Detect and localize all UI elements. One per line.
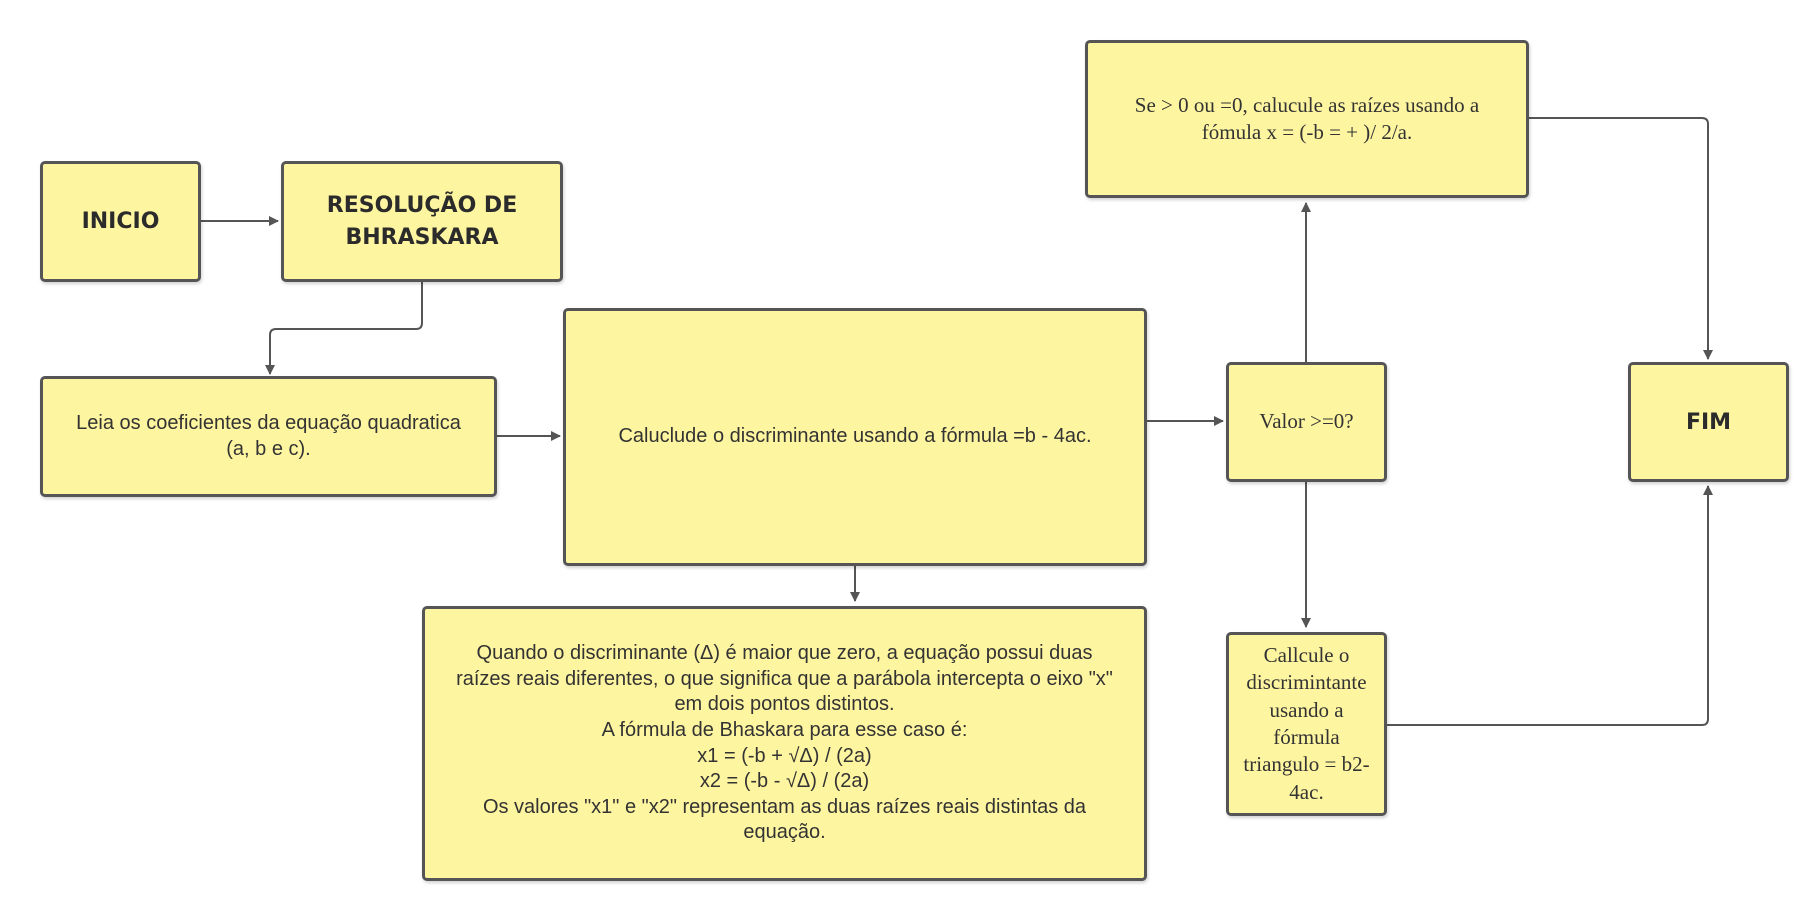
node-calcule-raizes: Se > 0 ou =0, calucule as raízes usando …: [1085, 40, 1529, 198]
node-inicio: INICIO: [40, 161, 201, 282]
node-raizes-label: Se > 0 ou =0, calucule as raízes usando …: [1134, 92, 1480, 144]
connector-resolucao-to-leia: [265, 281, 423, 375]
node-leia-coeficientes: Leia os coeficientes da equação quadrati…: [40, 376, 497, 497]
connector-raizes-to-fim: [1529, 117, 1713, 360]
node-resolucao-de-bhraskara: RESOLUÇÃO DE BHRASKARA: [281, 161, 563, 282]
node-explicacao-label: Quando o discriminante (Δ) é maior que z…: [456, 642, 1113, 844]
node-inicio-label: INICIO: [81, 209, 160, 234]
node-discriminante-label: Caluclude o discriminante usando a fórmu…: [618, 425, 1092, 448]
node-fim-label: FIM: [1685, 409, 1732, 435]
node-explicacao-discriminante: Quando o discriminante (Δ) é maior que z…: [422, 606, 1147, 881]
connector-callcule-to-fim: [1387, 485, 1713, 726]
node-callcule-discrimintante: Callcule o discrimintante usando a fórmu…: [1226, 632, 1387, 816]
node-calcule-discriminante: Caluclude o discriminante usando a fórmu…: [563, 308, 1147, 566]
node-resolucao-label: RESOLUÇÃO DE BHRASKARA: [326, 192, 518, 250]
node-decisao-valor: Valor >=0?: [1226, 362, 1387, 482]
node-callcule-label: Callcule o discrimintante usando a fórmu…: [1243, 643, 1370, 804]
node-valor-label: Valor >=0?: [1259, 409, 1354, 434]
node-leia-label: Leia os coeficientes da equação quadrati…: [76, 411, 461, 460]
node-fim: FIM: [1628, 362, 1789, 482]
